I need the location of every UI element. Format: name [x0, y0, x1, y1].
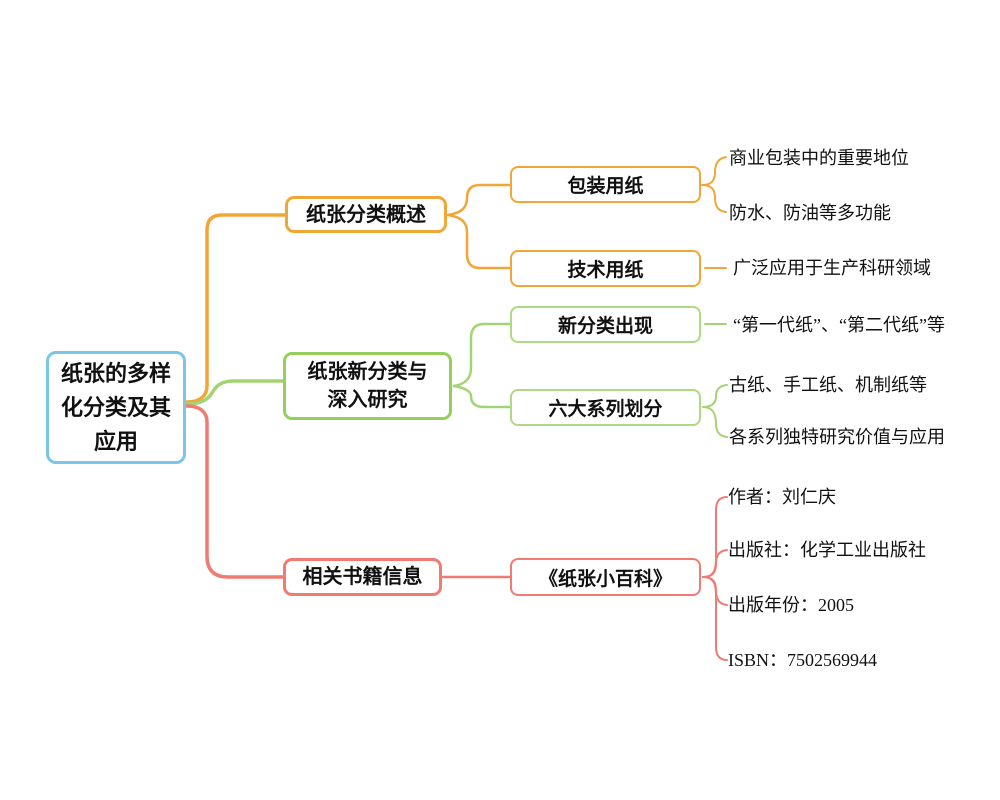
connector-branch1-child1 [446, 183, 512, 217]
leaf-topic-series-research-value[interactable]: 各系列独特研究价值与应用 [729, 427, 945, 447]
connector-child1-leaf1 [701, 156, 727, 186]
leaf-topic-ancient-handmade-machine-paper[interactable]: 古纸、手工纸、机制纸等 [729, 375, 927, 395]
leaf-topic-production-research-use[interactable]: 广泛应用于生产科研领域 [733, 258, 931, 278]
branch-topic-new-classification-research[interactable]: 纸张新分类与 深入研究 [283, 352, 452, 420]
connector-root-branch1 [185, 213, 287, 404]
leaf-topic-book-author[interactable]: 作者：刘仁庆 [728, 487, 836, 507]
connector-root-branch3 [185, 404, 285, 579]
leaf-topic-paper-generations[interactable]: “第一代纸”、“第二代纸”等 [733, 315, 945, 335]
subtopic-paper-encyclopedia-book[interactable]: 《纸张小百科》 [510, 558, 701, 596]
branch-topic-related-book-info[interactable]: 相关书籍信息 [283, 558, 442, 596]
connector-child1-leaf2 [701, 184, 727, 213]
connector-child4-leaf6 [702, 406, 728, 438]
connector-child5-leaf8 [702, 549, 728, 578]
branch-topic-paper-classification-overview[interactable]: 纸张分类概述 [285, 196, 447, 233]
connector-branch1-child2 [446, 213, 512, 270]
subtopic-new-classification[interactable]: 新分类出现 [510, 306, 701, 343]
subtopic-six-series-division[interactable]: 六大系列划分 [510, 389, 701, 426]
connector-branch2-child4 [452, 384, 512, 409]
connector-child5-leaf10 [702, 576, 728, 661]
subtopic-technical-paper[interactable]: 技术用纸 [510, 250, 701, 287]
connector-root-branch2 [185, 379, 285, 406]
leaf-topic-book-year[interactable]: 出版年份：2005 [728, 595, 854, 615]
leaf-topic-book-publisher[interactable]: 出版社：化学工业出版社 [728, 540, 926, 560]
root-topic[interactable]: 纸张的多样 化分类及其 应用 [46, 351, 186, 464]
leaf-topic-book-isbn[interactable]: ISBN：7502569944 [728, 650, 878, 670]
subtopic-packaging-paper[interactable]: 包装用纸 [510, 166, 701, 203]
leaf-topic-waterproof-oilproof[interactable]: 防水、防油等多功能 [729, 203, 891, 223]
connector-branch2-child3 [452, 322, 512, 388]
connector-child4-leaf5 [702, 384, 728, 408]
leaf-topic-commercial-packaging-role[interactable]: 商业包装中的重要地位 [729, 148, 909, 168]
